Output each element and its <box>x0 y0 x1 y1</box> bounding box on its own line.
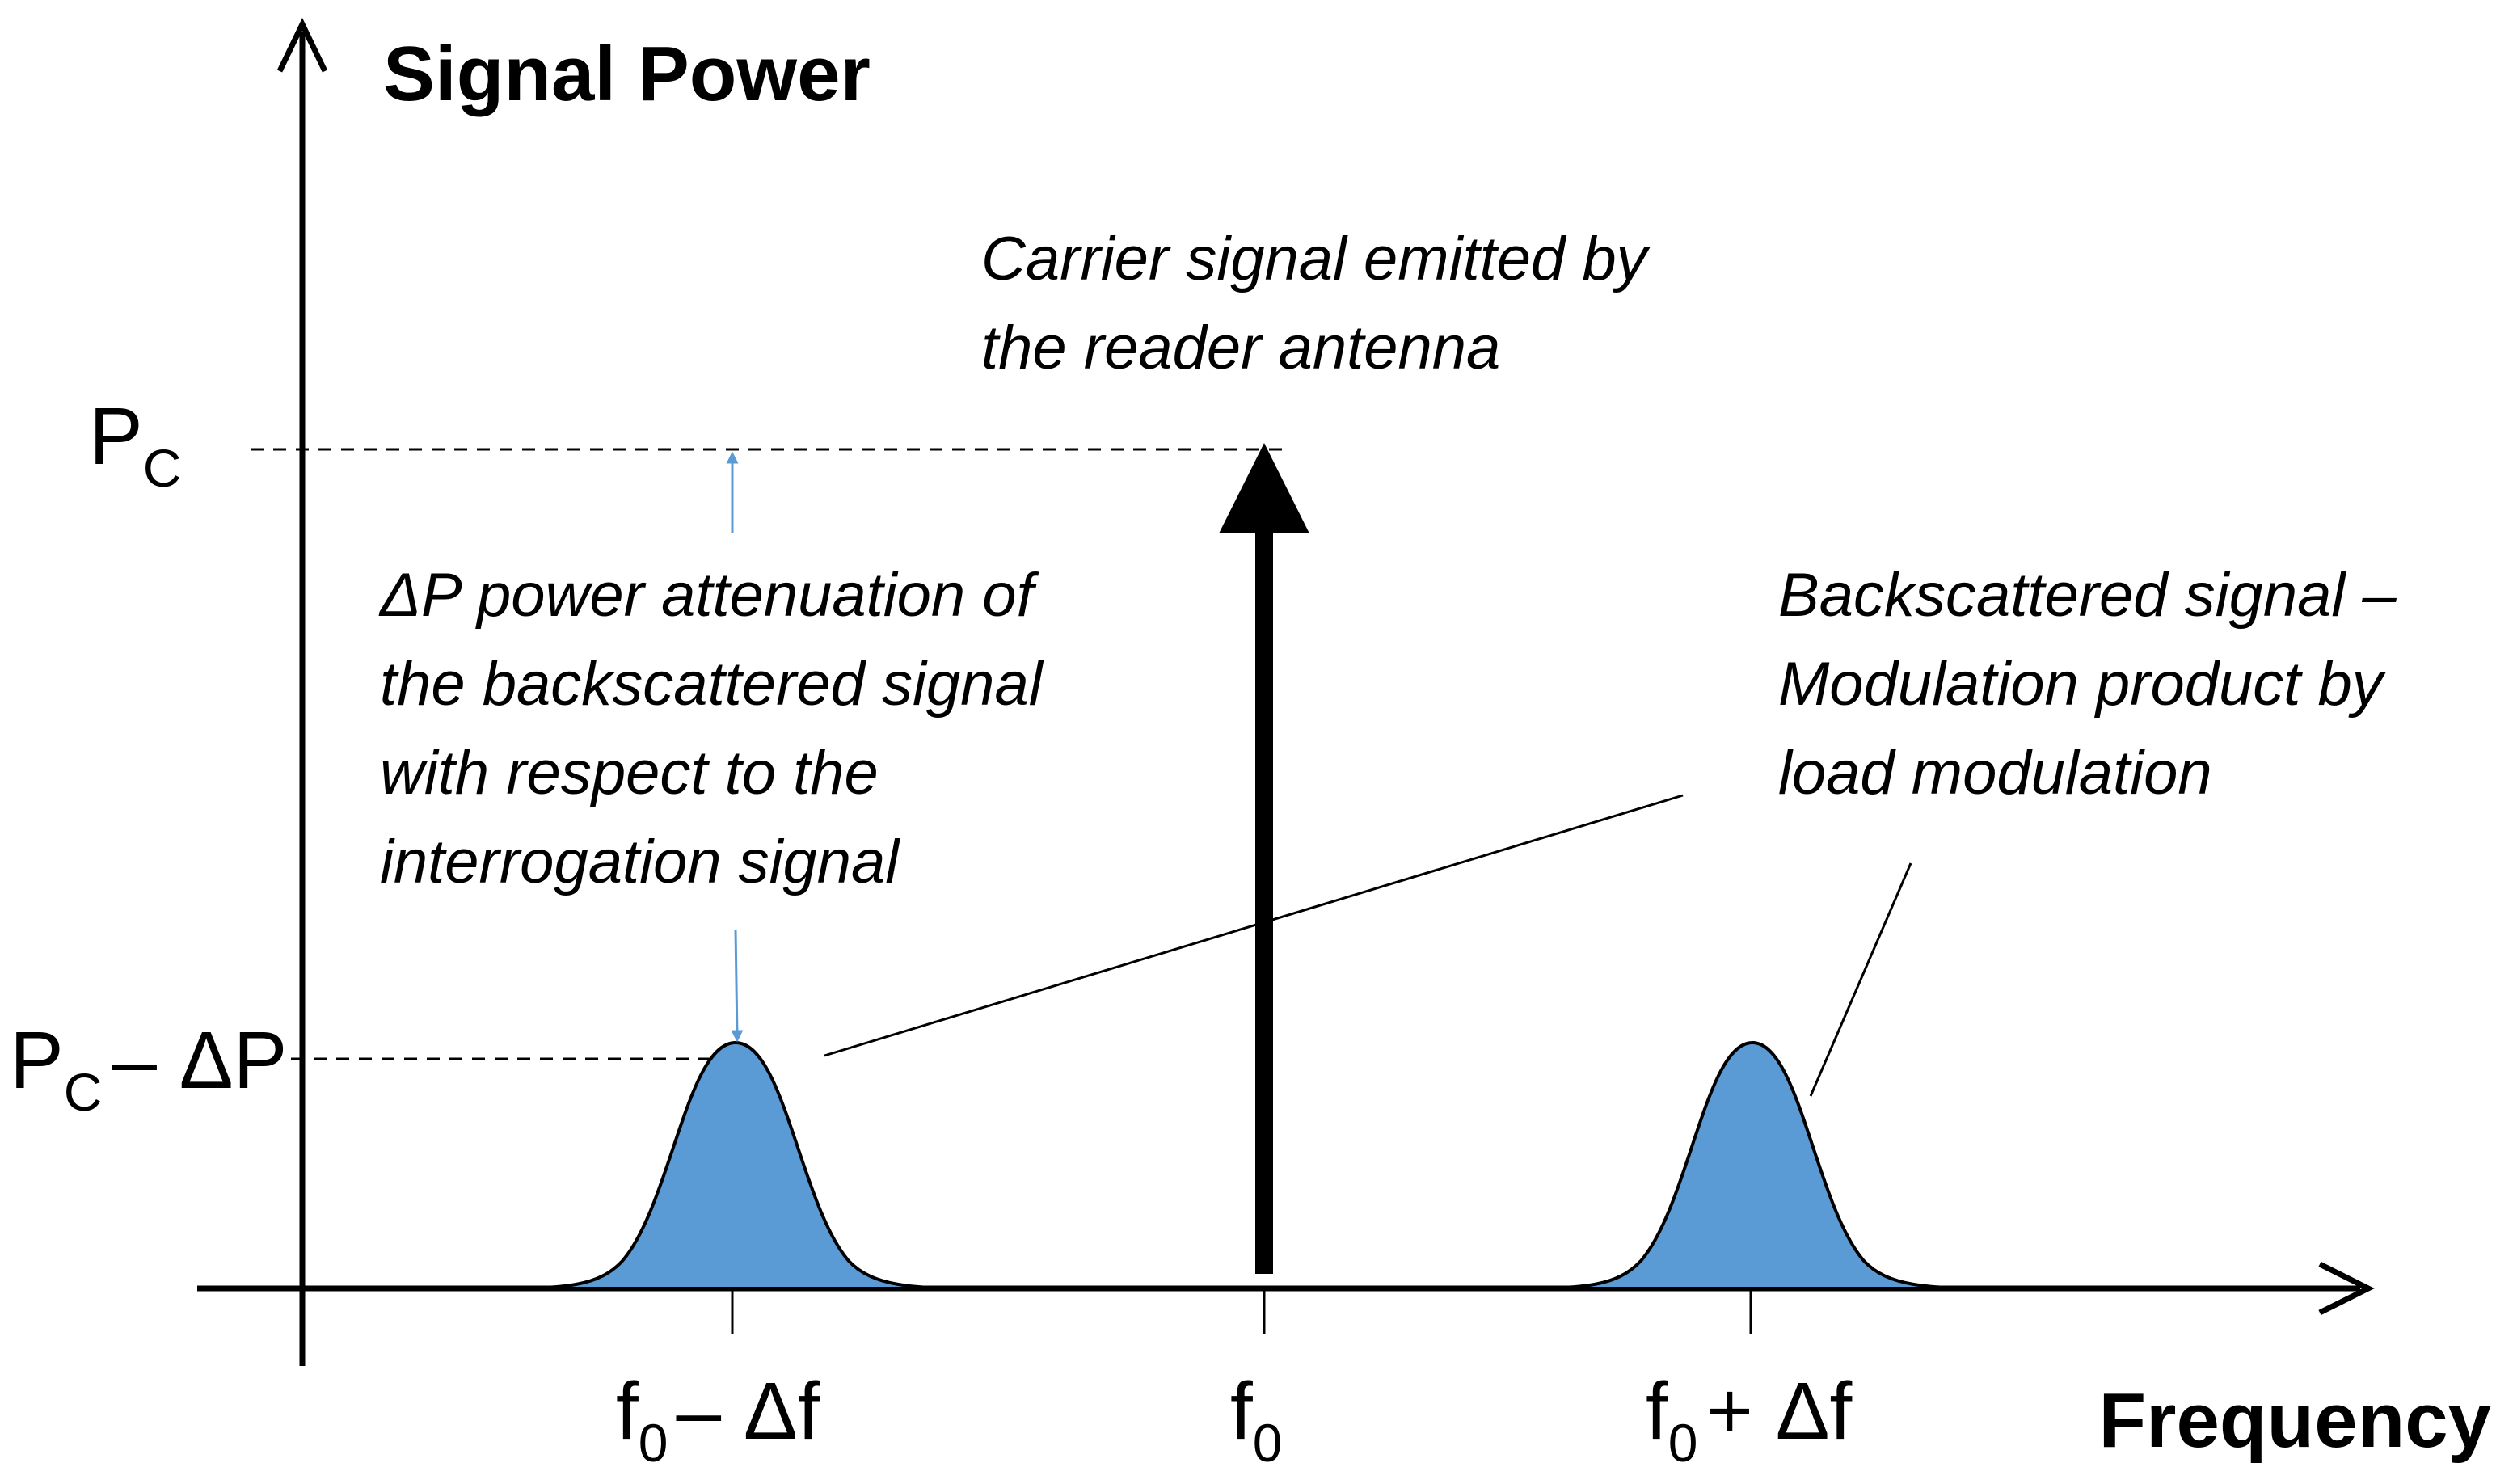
attenuation-annotation: ΔP power attenuation of the backscattere… <box>378 561 1060 896</box>
upper-sideband-peak <box>1511 1040 1997 1290</box>
x-tick-label-upper: f0+ Δf <box>1646 1366 1852 1473</box>
backscatter-leader-line-lower <box>824 794 1684 1057</box>
y-axis-arrowhead <box>276 17 328 73</box>
sideband-level-label: PC– ΔP <box>10 1015 287 1122</box>
attenuation-arrow-down <box>731 929 744 1043</box>
carrier-arrowhead <box>1219 443 1309 533</box>
carrier-annotation: Carrier signal emitted by the reader ant… <box>981 225 1664 382</box>
x-axis-arrowhead <box>2318 1261 2375 1316</box>
backscatter-leader-line-upper <box>1809 862 1912 1097</box>
x-tick-label-lower: f0– Δf <box>616 1366 820 1473</box>
carrier-level-label: PC <box>89 391 181 498</box>
lower-sideband-peak <box>492 1040 979 1290</box>
x-tick-label-center: f0 <box>1230 1366 1283 1473</box>
x-axis-title: Frequency <box>2099 1377 2491 1464</box>
backscatter-annotation: Backscattered signal – Modulation produc… <box>1778 561 2414 807</box>
y-axis-title: Signal Power <box>383 31 871 117</box>
